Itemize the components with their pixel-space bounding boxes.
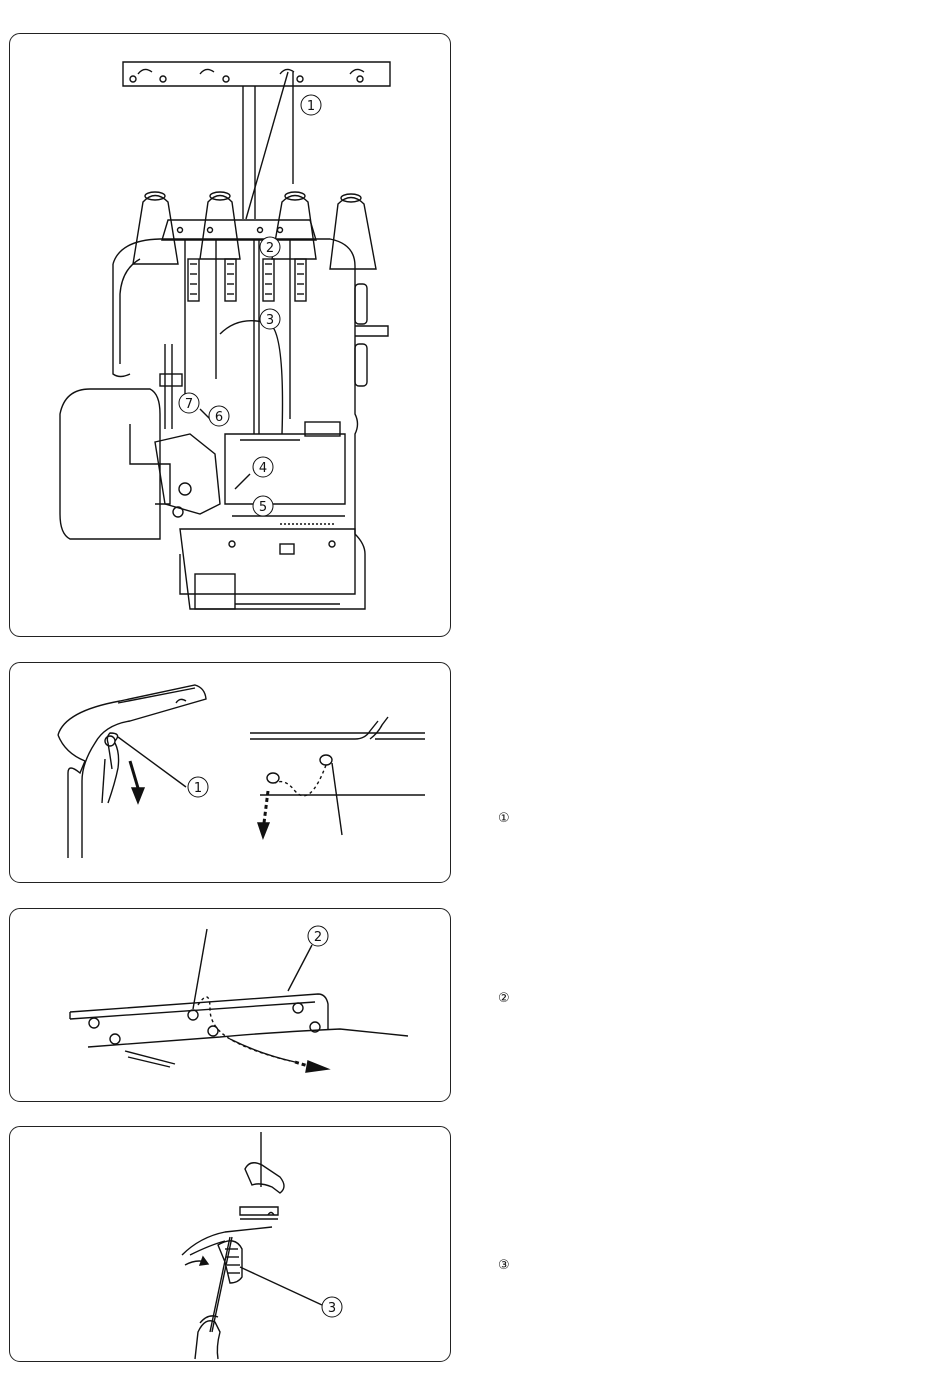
callout-layer: 1 2 3 4 5 6 7 — [10, 34, 451, 637]
callout-4-text: 4 — [259, 461, 267, 476]
callout-2-text: 2 — [266, 241, 274, 256]
callout-5-text: 5 — [259, 500, 267, 515]
figure-machine-overview: 1 2 3 4 5 6 7 — [9, 33, 451, 637]
callout-6-text: 6 — [215, 410, 223, 425]
callout-7-text: 7 — [185, 397, 193, 412]
callout-1-text: 1 — [194, 781, 202, 796]
callout-2-text: 2 — [314, 930, 322, 945]
figure-top-thread-guide: 2 — [9, 908, 451, 1102]
side-label-step-2: ② — [498, 991, 518, 1006]
figure-thread-guide-bar: 1 — [9, 662, 451, 883]
callout-layer-3: 2 — [10, 909, 451, 1102]
callout-layer-2: 1 — [10, 663, 451, 883]
callout-3-text: 3 — [328, 1301, 336, 1316]
callout-1-text: 1 — [307, 99, 315, 114]
callout-3-text: 3 — [266, 313, 274, 328]
side-label-step-1: ① — [498, 811, 518, 826]
figure-tension-dial: 3 — [9, 1126, 451, 1362]
side-label-step-3: ③ — [498, 1258, 518, 1273]
callout-layer-4: 3 — [10, 1127, 451, 1362]
